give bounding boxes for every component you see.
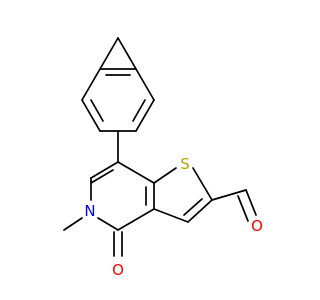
bond-cho-o-double: [237, 195, 249, 222]
atom-o-carbonyl: O: [112, 261, 124, 279]
bond-ph1: [99, 37, 119, 70]
bond-c2-cho: [211, 189, 247, 201]
atom-labels: S N O O: [84, 155, 263, 279]
atom-s: S: [180, 155, 190, 173]
bond-ph7: [81, 68, 101, 101]
bonds: [63, 37, 257, 257]
bond-c2-c3: [187, 199, 213, 223]
bond-c7a-s: [153, 167, 177, 184]
bond-ph-inner-3: [132, 99, 146, 122]
bond-c4-c3a: [117, 208, 155, 231]
bond-c7-c7a: [117, 161, 155, 184]
bond-c7-c6-double: [90, 169, 114, 184]
bond-ph2: [117, 37, 137, 70]
bond-n5-c4: [97, 217, 119, 231]
bond-c3-c3a: [153, 208, 189, 223]
atom-n: N: [84, 202, 95, 220]
structure-canvas: S N O O: [63, 37, 263, 279]
bond-ph6: [81, 99, 101, 132]
bond-ph-inner-2: [90, 99, 104, 122]
bond-n5-methyl: [63, 217, 83, 231]
bond-ph4: [135, 99, 155, 132]
molecule-structure: S N O O: [63, 37, 263, 279]
bond-c2-c3-double: [183, 198, 203, 216]
bond-s-c2: [192, 167, 213, 201]
bond-cho-o: [245, 189, 257, 216]
bond-ph3: [135, 68, 155, 101]
bond-c7-c6: [90, 161, 119, 179]
atom-o-aldehyde: O: [251, 217, 263, 235]
